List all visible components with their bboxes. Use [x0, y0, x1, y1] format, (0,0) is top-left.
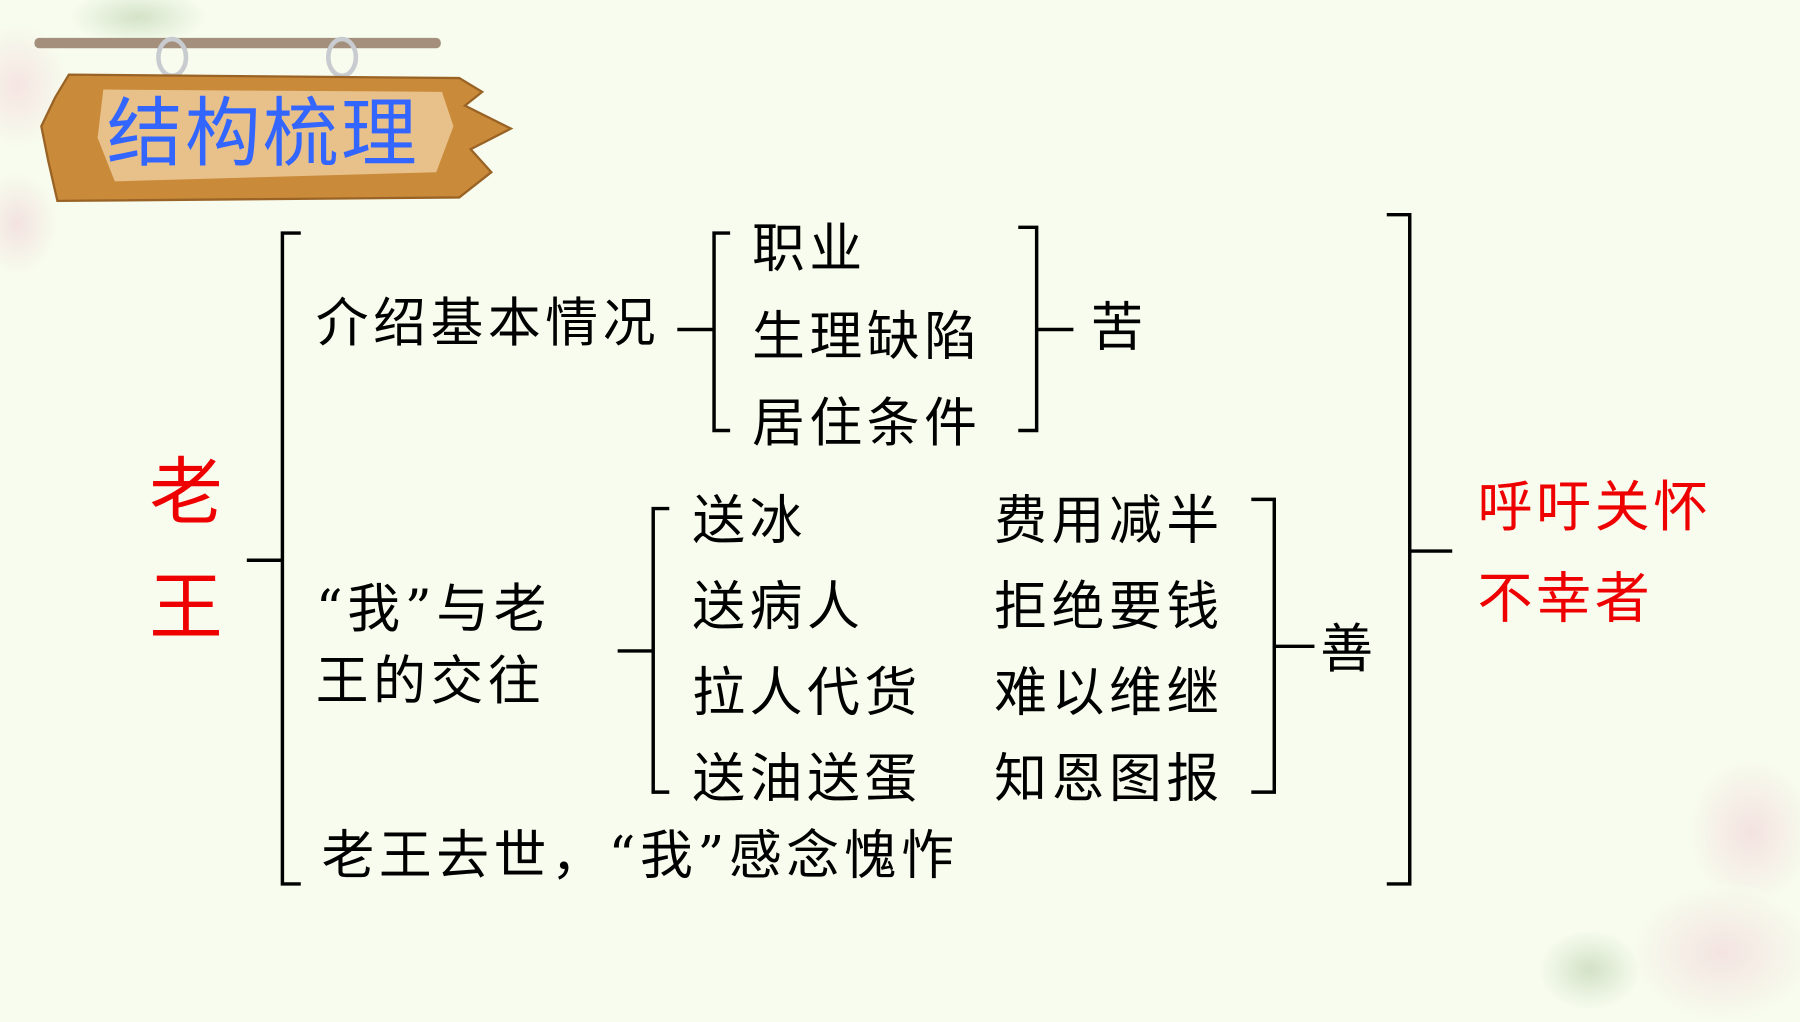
section3-label: 老王去世，“我”感念愧怍	[321, 824, 959, 887]
section2-label-line2: 王的交往	[315, 649, 546, 712]
subject-char-1: 老	[149, 451, 223, 537]
section1-left-bracket	[677, 231, 731, 433]
section1-right-bracket	[1018, 225, 1074, 433]
section2-summary: 善	[1320, 617, 1378, 680]
leaf-decoration-bottom	[1538, 929, 1642, 1011]
section2-right-bracket	[1251, 497, 1315, 794]
section2-left-item: 送油送蛋	[692, 747, 922, 810]
wooden-sign	[34, 36, 514, 203]
section2-left-item: 送冰	[692, 489, 808, 552]
slide-title: 结构梳理	[106, 89, 420, 178]
subject-char-2: 王	[149, 565, 223, 651]
conclusion-line1: 呼吁关怀	[1477, 475, 1712, 540]
section1-item: 生理缺陷	[751, 305, 982, 368]
section2-left-item: 拉人代货	[692, 661, 922, 724]
main-right-bracket	[1386, 212, 1453, 886]
section2-right-item: 费用减半	[994, 489, 1224, 552]
section1-summary: 苦	[1090, 296, 1148, 359]
section1-item: 居住条件	[751, 391, 982, 454]
section2-right-item: 难以维继	[994, 661, 1224, 724]
section2-left-bracket	[617, 506, 670, 794]
section2-label-line1: “我”与老	[315, 577, 552, 640]
section1-item: 职业	[751, 216, 867, 279]
section1-label: 介绍基本情况	[315, 291, 661, 354]
main-left-bracket	[246, 231, 301, 886]
section2-right-item: 知恩图报	[994, 747, 1224, 810]
section2-left-item: 送病人	[692, 575, 865, 638]
flower-decoration-bottom-right	[1687, 757, 1800, 907]
conclusion-line2: 不幸者	[1477, 567, 1654, 632]
flower-decoration-bottom-right-2	[1630, 883, 1800, 1022]
section2-right-item: 拒绝要钱	[994, 575, 1224, 638]
